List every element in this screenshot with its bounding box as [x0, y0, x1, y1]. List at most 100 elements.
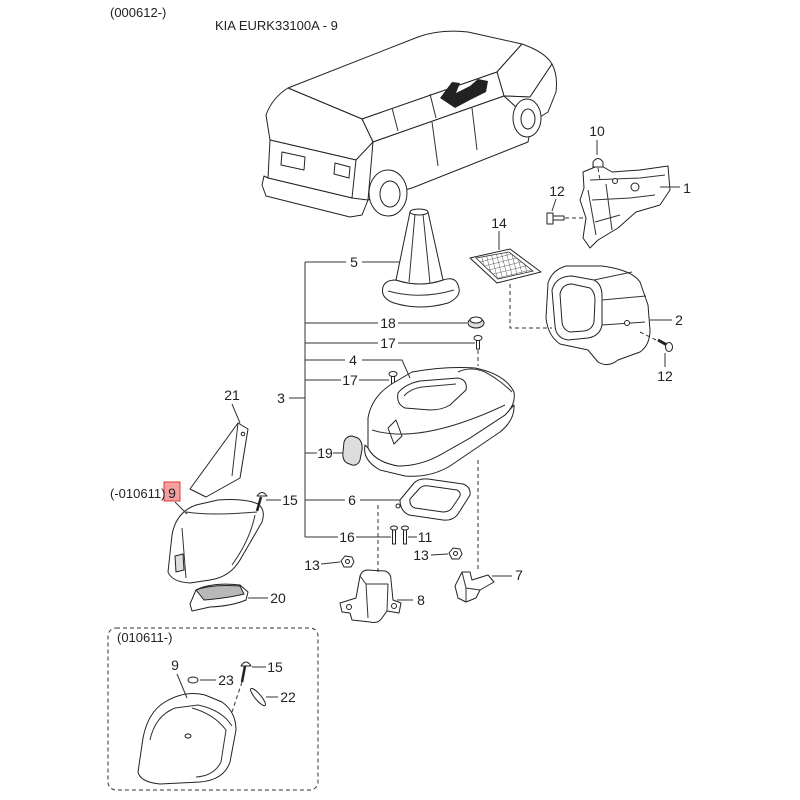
screw-shaft [403, 528, 407, 545]
callout-17[interactable]: 17 [380, 335, 396, 351]
screw-shaft [552, 215, 565, 221]
screw-head [240, 661, 252, 667]
console-shift-opening [397, 377, 467, 411]
vehicle-rear-wheel-hub [379, 180, 401, 208]
screw-shaft [240, 665, 247, 683]
bracket-edge [461, 571, 481, 602]
variant-label-after: (010611-) [117, 630, 172, 645]
callout-19[interactable]: 19 [317, 445, 333, 461]
callout-9-selected[interactable]: 9 [168, 485, 176, 501]
part-cap-18 [467, 316, 485, 329]
screw-head [390, 525, 398, 531]
vehicle-door-line [431, 121, 439, 167]
callout-13[interactable]: 13 [304, 557, 320, 573]
boot-crease [408, 213, 431, 284]
date-range-label: (000612-) [110, 5, 166, 20]
screw-head [256, 492, 268, 497]
cover-hole [624, 320, 630, 326]
callout-1[interactable]: 1 [683, 180, 691, 196]
frame-inner [409, 485, 461, 513]
callout-14[interactable]: 14 [491, 215, 507, 231]
leader-line [174, 501, 188, 515]
bracket-edge [587, 183, 621, 236]
callout-4[interactable]: 4 [349, 352, 357, 368]
nut-hole [453, 551, 458, 556]
dashed-line [597, 167, 601, 181]
bracket-body [454, 571, 495, 603]
part-nut-13-left [340, 555, 355, 568]
part-screw-17-upper [473, 335, 483, 350]
part-pad-20 [189, 583, 249, 612]
cover-rim [149, 704, 233, 741]
cover-edge [181, 514, 256, 579]
leader-lines [174, 140, 680, 699]
assembly-dashed-lines [231, 167, 659, 713]
callout-17[interactable]: 17 [342, 372, 358, 388]
panel-hole [240, 431, 246, 437]
callout-12[interactable]: 12 [657, 368, 673, 384]
bracket-hole [630, 182, 640, 192]
cover-front-face [191, 707, 227, 778]
callout-10[interactable]: 10 [589, 123, 605, 139]
vehicle-tail-light [333, 162, 351, 179]
bracket-edge [591, 194, 656, 201]
dashed-line [639, 331, 659, 342]
vehicle-pillar [391, 107, 399, 132]
callout-8[interactable]: 8 [417, 592, 425, 608]
dashed-line [231, 681, 243, 713]
pad-top [195, 585, 245, 601]
callout-15[interactable]: 15 [267, 659, 283, 675]
seal-body [250, 687, 266, 707]
callout-22[interactable]: 22 [280, 689, 296, 705]
part-grille-14 [469, 248, 542, 284]
part-screw-11 [401, 525, 409, 545]
vehicle-pillar [429, 93, 437, 119]
callout-9[interactable]: 9 [171, 657, 179, 673]
callout-13[interactable]: 13 [413, 547, 429, 563]
callout-20[interactable]: 20 [270, 590, 286, 606]
callout-16[interactable]: 16 [339, 529, 355, 545]
cover-body [167, 499, 264, 584]
dashed-line [509, 284, 552, 329]
part-nut-13-right [448, 547, 463, 560]
vehicle-license-plate [280, 151, 306, 171]
part-screw-15-lower [240, 661, 252, 683]
part-screw-16 [390, 525, 398, 545]
bracket-edge [589, 174, 666, 181]
vehicle-front-wheel-hub [520, 108, 536, 130]
callout-18[interactable]: 18 [380, 315, 396, 331]
bracket-edge [359, 575, 389, 619]
boot-base-rim [387, 289, 455, 296]
part-cover-2 [545, 265, 651, 366]
cover-body [137, 693, 237, 785]
callout-12[interactable]: 12 [549, 183, 565, 199]
callout-23[interactable]: 23 [218, 672, 234, 688]
leader-line [231, 403, 241, 424]
callout-21[interactable]: 21 [224, 387, 240, 403]
selected-callout-highlight [163, 481, 181, 502]
callout-2[interactable]: 2 [675, 312, 683, 328]
cover-edge [593, 271, 647, 326]
bracket-body [579, 164, 671, 249]
bracket-hole [612, 178, 618, 184]
screw-head [592, 158, 604, 168]
part-bracket-1 [579, 164, 671, 249]
leader-line [551, 198, 557, 212]
cover-hole [184, 733, 192, 739]
bracket-body [339, 569, 402, 623]
leader-line [320, 561, 341, 565]
leader-line [362, 359, 411, 379]
boot-top-ring [409, 208, 429, 216]
screw-shaft [255, 496, 263, 512]
callout-11[interactable]: 11 [418, 529, 433, 545]
callout-5[interactable]: 5 [350, 254, 358, 270]
ring-body [187, 676, 199, 684]
callout-7[interactable]: 7 [515, 567, 523, 583]
callout-3[interactable]: 3 [277, 390, 285, 406]
vehicle-rear-window [265, 87, 374, 161]
grille-mesh [475, 251, 534, 280]
vehicle-illustration [261, 30, 557, 218]
callout-15[interactable]: 15 [282, 492, 298, 508]
callout-6[interactable]: 6 [348, 492, 356, 508]
